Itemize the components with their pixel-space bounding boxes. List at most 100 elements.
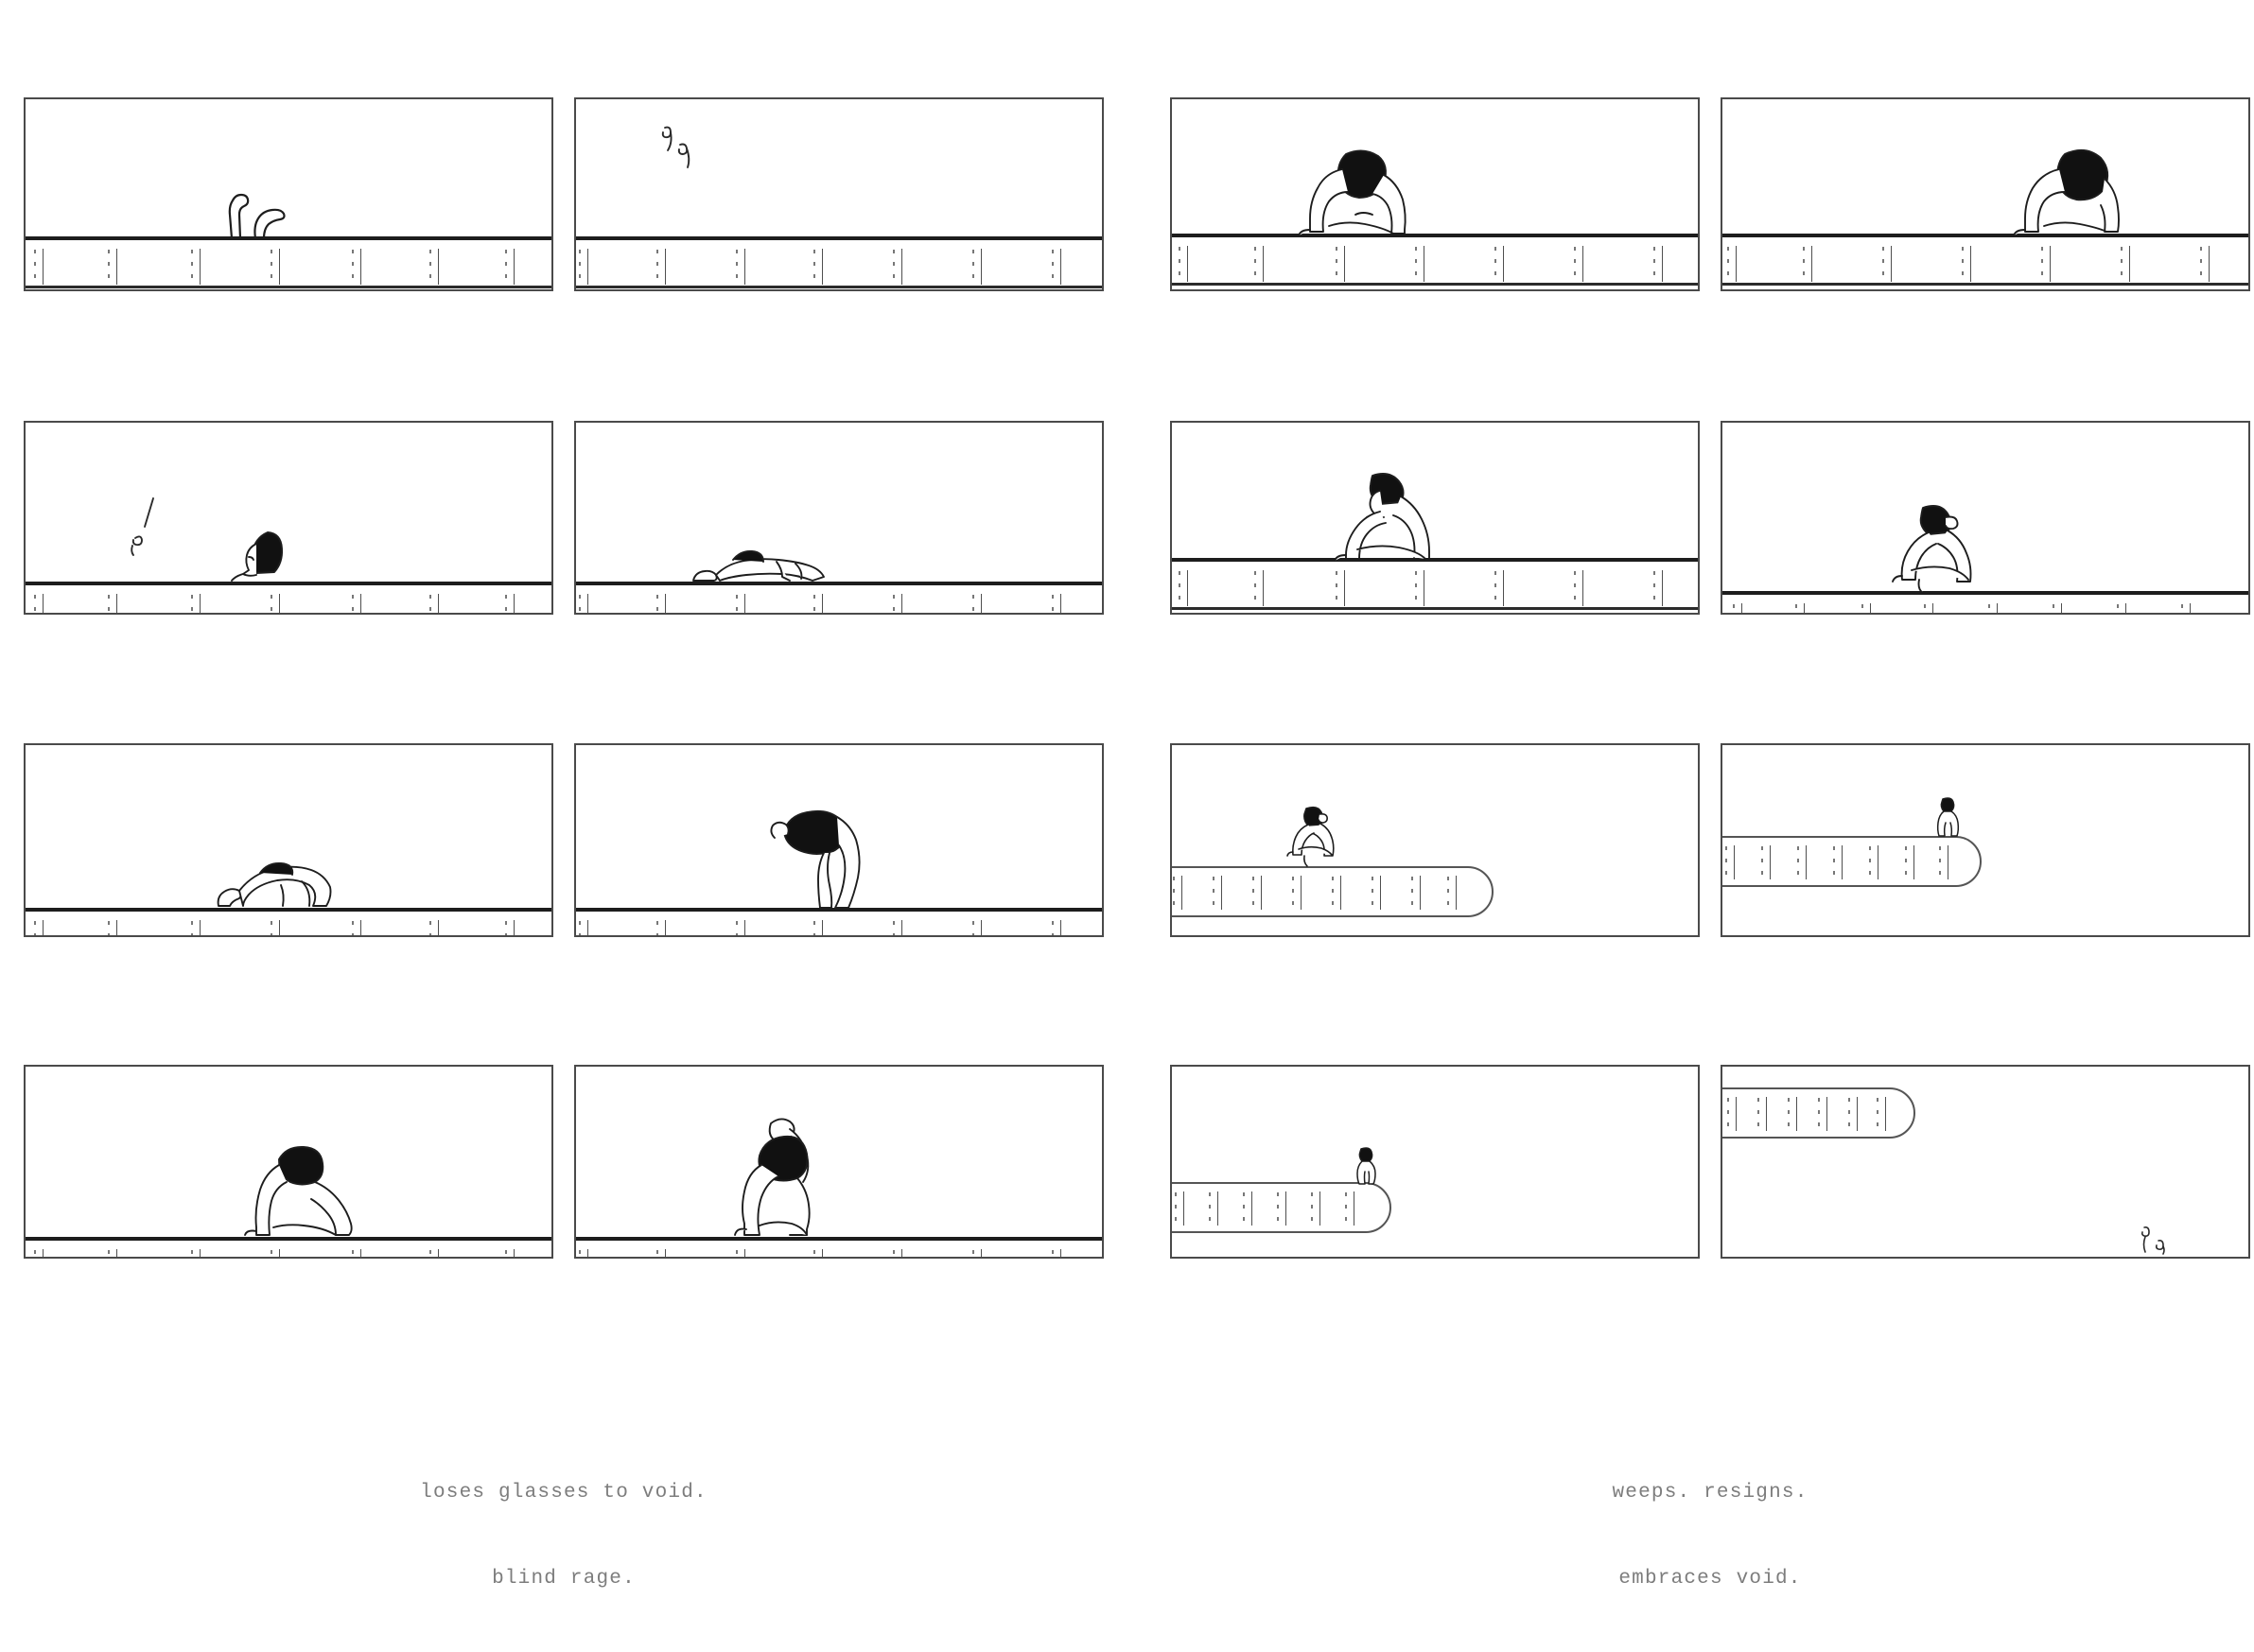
ruler-tick	[34, 1249, 44, 1257]
ruler-tick	[505, 594, 515, 613]
comic-panel[interactable]	[1170, 97, 1700, 291]
ruler-tick	[893, 594, 902, 613]
figure-seated-arms-folded	[1331, 468, 1444, 563]
ruler-tick	[736, 1249, 745, 1257]
comic-panel[interactable]	[24, 421, 553, 615]
comic-panel[interactable]	[1721, 97, 2250, 291]
ruler-tick	[972, 1249, 982, 1257]
ruler-tick	[191, 594, 201, 613]
comic-panel[interactable]	[1170, 1065, 1700, 1259]
ruler-tick	[352, 249, 361, 285]
ledge-top-rail	[1722, 234, 2248, 237]
ledge-bottom-rail	[26, 286, 551, 288]
ruler-tick	[2121, 246, 2130, 282]
figure-kneeling-groping	[244, 1140, 368, 1239]
ruler-tick	[271, 594, 280, 613]
ruler-tick	[1727, 246, 1737, 282]
ruler-tick	[191, 249, 201, 285]
caption-line-1: loses glasses to void.	[420, 1481, 708, 1504]
figure-falling-glasses	[659, 122, 707, 175]
ruler-tick	[893, 249, 902, 285]
ruler-tick	[1052, 594, 1061, 613]
ledge-top-rail	[576, 236, 1102, 240]
ruler-tick	[1252, 876, 1262, 910]
ledge-top-rail	[576, 908, 1102, 912]
comic-panel[interactable]	[24, 97, 553, 291]
ruler-tick	[108, 249, 117, 285]
ruler-tick	[2041, 246, 2051, 282]
ruler-tick	[34, 249, 44, 285]
ruler-tick	[972, 594, 982, 613]
ruler-tick	[1727, 1097, 1737, 1131]
ruler-tick	[1861, 603, 1871, 613]
ruler-tick	[1052, 249, 1061, 285]
ledge-top-rail	[1172, 234, 1698, 237]
ruler-tick	[813, 594, 823, 613]
comic-panel[interactable]	[1721, 1065, 2250, 1259]
ledge-top-rail	[26, 1237, 551, 1241]
figure-crawling	[215, 849, 347, 910]
ruler-band	[576, 240, 1102, 286]
ruler-tick	[1653, 570, 1663, 606]
ruler-tick	[972, 920, 982, 935]
ruler-tick	[736, 594, 745, 613]
ruler-tick	[736, 249, 745, 285]
ruler-tick	[1173, 876, 1182, 910]
ruler-tick	[893, 920, 902, 935]
ruler-tick	[429, 594, 439, 613]
ruler-tick	[2181, 603, 2191, 613]
ruler-band	[1172, 237, 1698, 283]
comic-panel[interactable]	[574, 1065, 1104, 1259]
ruler-tick	[34, 594, 44, 613]
ruler-tick	[1848, 1097, 1858, 1131]
ledge-top-rail	[1172, 558, 1698, 562]
ruler-band	[576, 585, 1102, 613]
ruler-tick	[1277, 1191, 1286, 1226]
ledge-top-rail	[26, 582, 551, 585]
ruler-tick	[813, 1249, 823, 1257]
ruler-tick	[1803, 246, 1812, 282]
caption-left-group: loses glasses to void. blind rage.	[24, 1421, 1104, 1652]
ruler-tick	[579, 920, 588, 935]
ruler-tick	[1179, 246, 1188, 282]
comic-panel[interactable]	[1170, 421, 1700, 615]
ruler-tick	[1372, 876, 1381, 910]
detached-ruler-tape	[1172, 1182, 1391, 1233]
ruler-tick	[1411, 876, 1421, 910]
ruler-tick	[1882, 246, 1892, 282]
figure-seated-lower	[1891, 502, 1985, 597]
comic-panel[interactable]	[574, 421, 1104, 615]
comic-panel[interactable]	[1721, 743, 2250, 937]
comic-panel[interactable]	[24, 1065, 553, 1259]
ledge-bottom-rail	[1172, 283, 1698, 286]
ruler-tick	[352, 594, 361, 613]
ledge-bottom-rail	[1172, 607, 1698, 610]
ruler-tick	[1833, 845, 1843, 879]
ruler-tick	[271, 920, 280, 935]
ruler-band	[26, 585, 551, 613]
figure-bent-over	[763, 800, 877, 912]
ruler-tick	[656, 594, 666, 613]
ruler-tick	[1653, 246, 1663, 282]
ruler-tick	[579, 1249, 588, 1257]
ruler-tick	[1213, 876, 1222, 910]
comic-panel[interactable]	[24, 743, 553, 937]
ruler-tick	[1494, 246, 1504, 282]
ruler-tick	[1254, 570, 1264, 606]
ledge-top-rail	[26, 908, 551, 912]
ruler-tick	[1725, 845, 1735, 879]
figure-two-hands	[219, 190, 295, 240]
ruler-tick	[34, 920, 44, 935]
ruler-tick	[1332, 876, 1341, 910]
detached-ruler-tape	[1722, 1087, 1915, 1139]
ruler-tick	[108, 594, 117, 613]
comic-panel[interactable]	[574, 97, 1104, 291]
comic-panel[interactable]	[1170, 743, 1700, 937]
ruler-tick	[108, 1249, 117, 1257]
comic-panel[interactable]	[574, 743, 1104, 937]
ruler-tick	[505, 249, 515, 285]
ruler-tick	[352, 1249, 361, 1257]
ruler-tick	[1175, 1191, 1184, 1226]
ruler-tick	[429, 1249, 439, 1257]
comic-panel[interactable]	[1721, 421, 2250, 615]
